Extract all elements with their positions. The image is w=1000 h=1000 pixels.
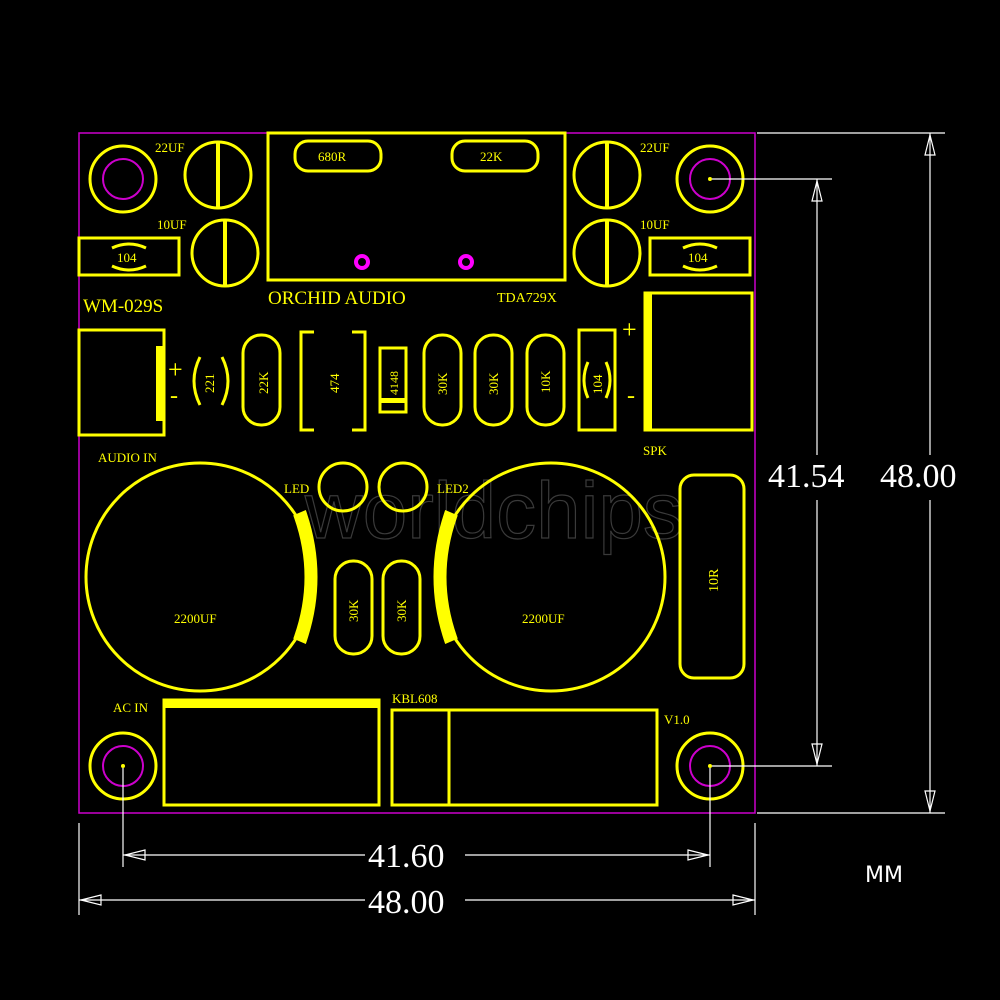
audio-in-minus: - — [170, 383, 178, 409]
label-104-left: 104 — [117, 250, 137, 265]
version-label: V1.0 — [664, 712, 690, 727]
dimension-height-inner — [712, 178, 832, 767]
label-30k-b: 30K — [486, 372, 501, 395]
spk-minus: - — [627, 383, 635, 409]
label-r680: 680R — [318, 149, 347, 164]
spk-label: SPK — [643, 443, 667, 458]
label-cap-10uf-right: 10UF — [640, 217, 670, 232]
label-2200uf-right: 2200UF — [522, 611, 565, 626]
capacitor-2200uf-left — [84, 461, 318, 693]
label-30k-c: 30K — [346, 599, 361, 622]
label-height-inner: 41.54 — [768, 458, 845, 495]
label-10r: 10R — [707, 568, 722, 592]
label-4148: 4148 — [387, 371, 401, 395]
capacitor-22uf-left — [183, 140, 253, 210]
heatsink-block — [266, 131, 567, 282]
capacitor-474 — [299, 330, 367, 432]
label-width-outer: 48.00 — [368, 884, 445, 921]
label-22k-mid: 22K — [256, 371, 271, 394]
speaker-connector — [643, 291, 754, 432]
label-474: 474 — [327, 373, 342, 393]
capacitor-104-left — [77, 236, 181, 277]
audio-in-plus: + — [168, 355, 183, 384]
capacitor-104-mid — [577, 328, 617, 432]
label-led2: LED2 — [437, 481, 469, 496]
dimension-height-outer — [757, 132, 945, 814]
led-1 — [317, 461, 369, 513]
audio-in-label: AUDIO IN — [98, 450, 157, 465]
label-height-outer: 48.00 — [880, 458, 957, 495]
label-cap-10uf-left: 10UF — [157, 217, 187, 232]
label-led1: LED — [284, 481, 309, 496]
label-30k-d: 30K — [394, 599, 409, 622]
audio-in-connector — [77, 328, 166, 437]
unit-label: MM — [865, 863, 903, 888]
label-30k-a: 30K — [435, 372, 450, 395]
ac-in-connector — [162, 698, 381, 807]
resistor-10k — [525, 333, 566, 427]
resistor-30k-c — [333, 559, 374, 656]
ic-label: TDA729X — [497, 291, 557, 306]
board-name: WM-029S — [83, 296, 163, 317]
led-2 — [377, 461, 429, 513]
label-cap-22uf-right: 22UF — [640, 140, 670, 155]
resistor-30k-b — [473, 333, 514, 427]
label-width-inner: 41.60 — [368, 838, 445, 875]
label-104-mid: 104 — [590, 374, 605, 394]
ac-in-label: AC IN — [113, 700, 149, 715]
resistor-10r — [678, 473, 746, 680]
resistor-30k-a — [422, 333, 463, 427]
resistor-22k-mid — [241, 333, 282, 427]
label-10k: 10K — [538, 370, 553, 393]
label-2200uf-left: 2200UF — [174, 611, 217, 626]
capacitor-221 — [192, 356, 230, 406]
mounting-hole-top-left — [88, 144, 158, 214]
bridge-rectifier — [390, 708, 659, 807]
capacitor-10uf-left — [190, 218, 260, 288]
brand-label: ORCHID AUDIO — [268, 288, 406, 309]
kbl-label: KBL608 — [392, 691, 438, 706]
capacitor-22uf-right — [572, 140, 642, 210]
dimension-width-outer — [78, 823, 756, 915]
resistor-30k-d — [381, 559, 422, 656]
label-r22k-top: 22K — [480, 149, 503, 164]
capacitor-10uf-right — [572, 218, 642, 288]
capacitor-2200uf-right — [433, 461, 667, 693]
label-104-right: 104 — [688, 250, 708, 265]
spk-plus: + — [622, 315, 637, 344]
label-221: 221 — [202, 374, 217, 394]
dimension-width-inner — [122, 768, 711, 867]
label-cap-22uf-left: 22UF — [155, 140, 185, 155]
capacitor-104-right — [648, 236, 752, 277]
diode-4148 — [378, 346, 408, 414]
